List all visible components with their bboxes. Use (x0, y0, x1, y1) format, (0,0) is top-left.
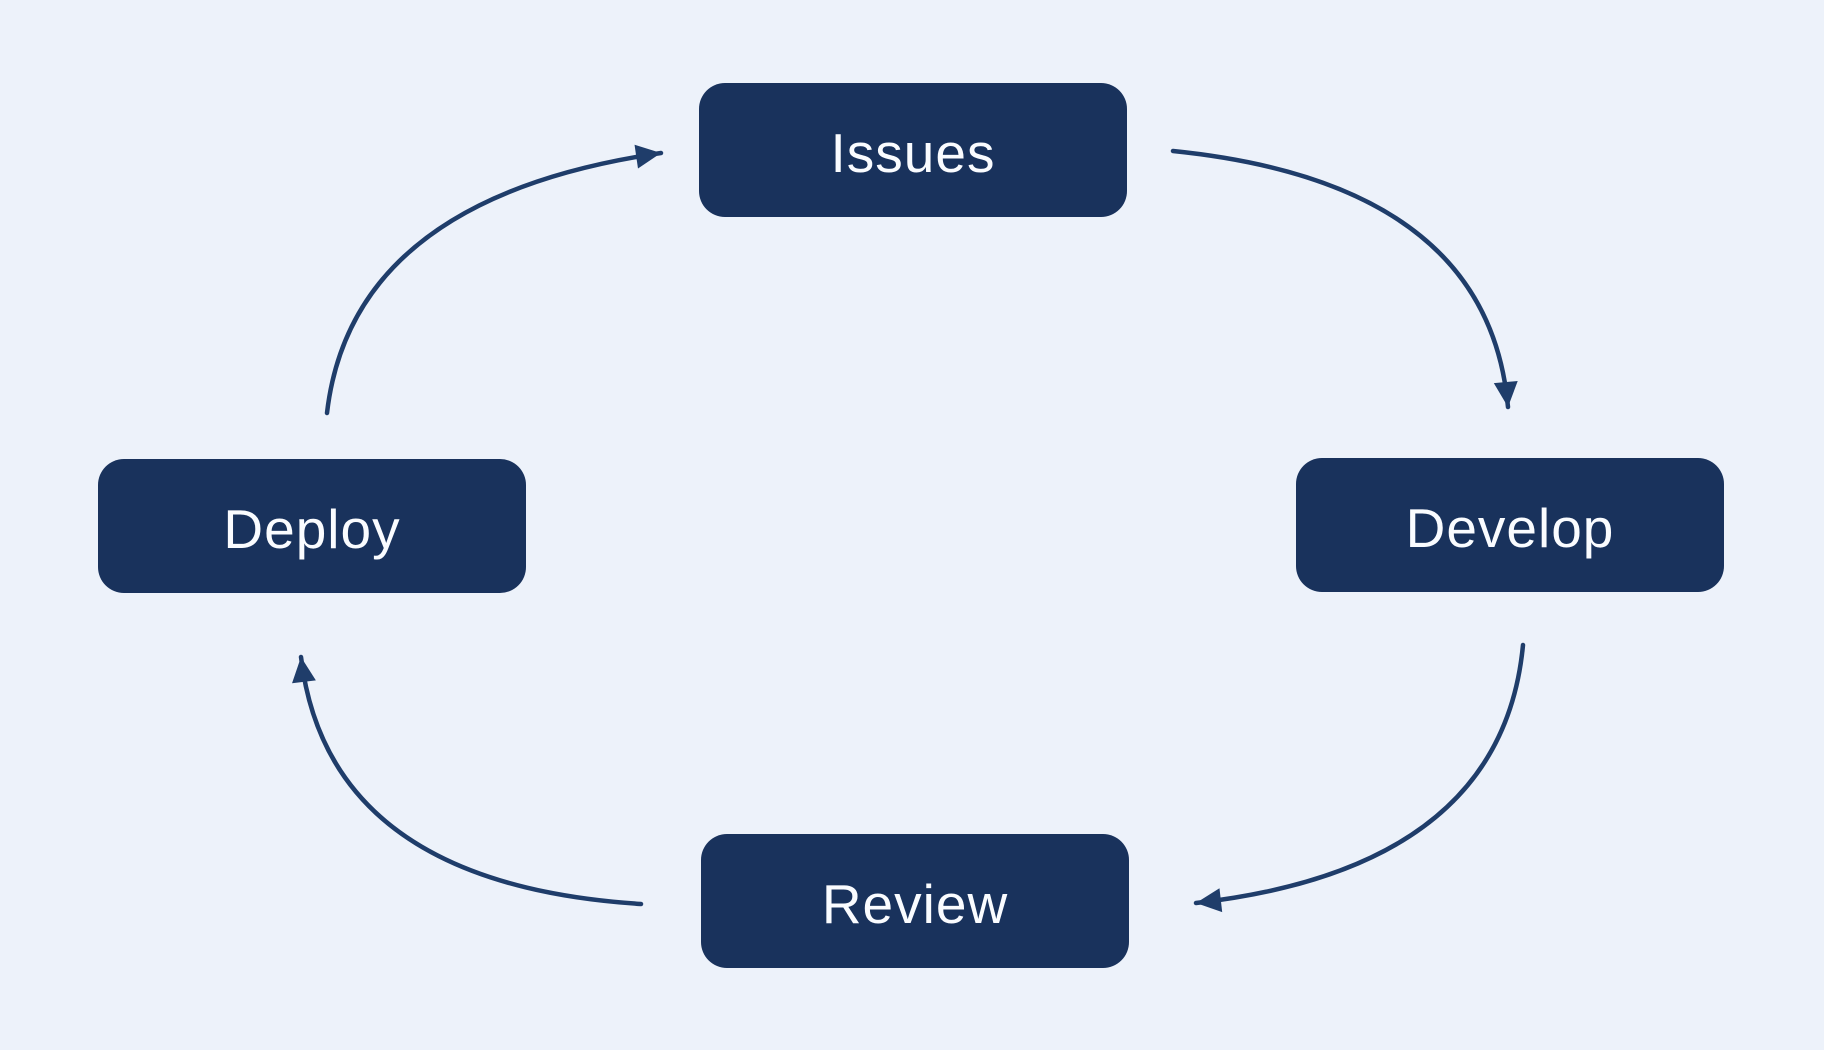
node-issues: Issues (699, 83, 1127, 217)
node-review: Review (701, 834, 1129, 968)
arrow-deploy-to-issues (324, 144, 664, 416)
arrow-develop-to-review (1193, 642, 1526, 913)
node-develop-label: Develop (1405, 496, 1615, 559)
node-deploy-label: Deploy (223, 497, 401, 560)
node-review-label: Review (821, 872, 1009, 935)
arrow-issues-to-develop (1170, 148, 1518, 410)
node-deploy: Deploy (98, 459, 526, 593)
node-develop: Develop (1296, 458, 1724, 592)
node-issues-label: Issues (830, 121, 996, 184)
arrow-review-to-deploy (292, 654, 644, 907)
